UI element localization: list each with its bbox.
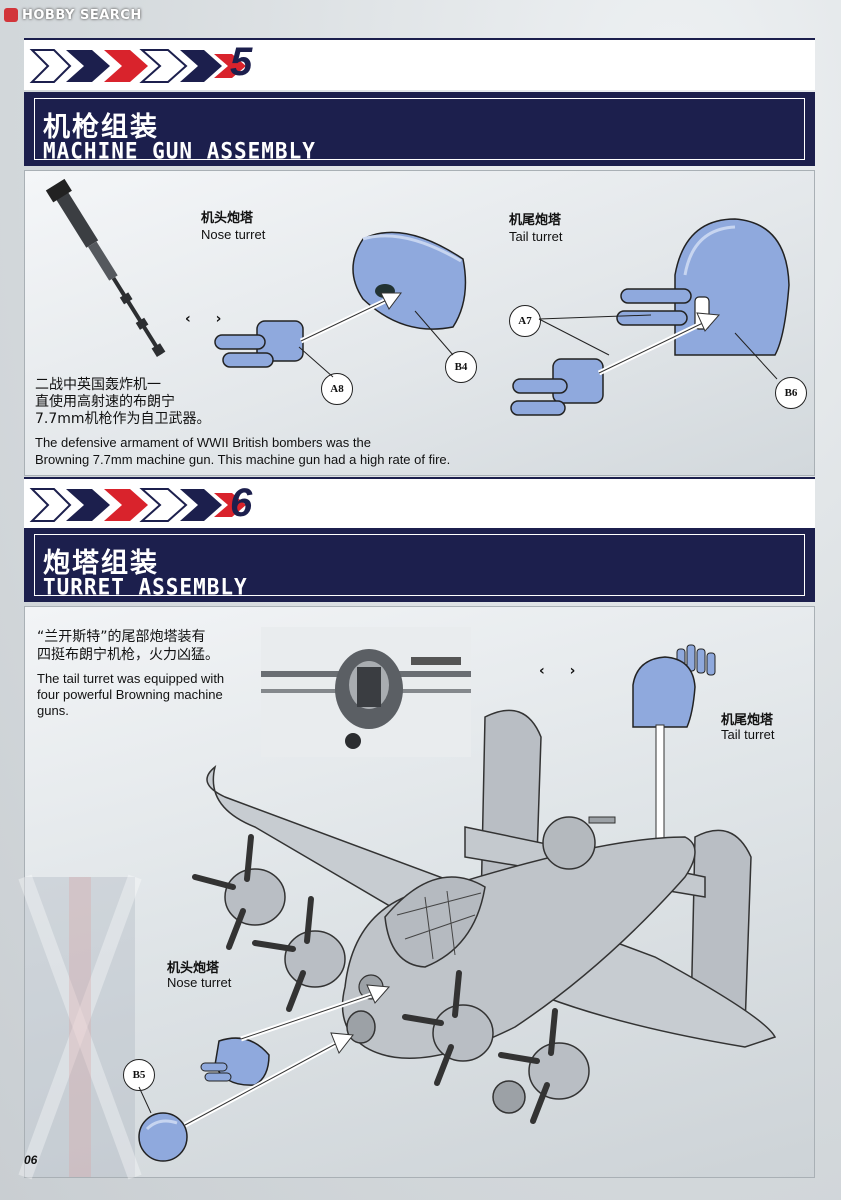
step5-description-en-line2: Browning 7.7mm machine gun. This machine…	[35, 452, 451, 467]
tail-turret-assembled-part	[632, 644, 716, 728]
callout-b5-leader	[138, 1086, 152, 1114]
watermark-text: HOBBY SEARCH	[22, 7, 142, 23]
callout-a8-leader	[298, 346, 334, 378]
step6-title-frame: 炮塔组装 TURRET ASSEMBLY	[34, 534, 805, 600]
callout-a7: A7	[509, 305, 541, 337]
step6-number: 6	[230, 481, 253, 525]
hobby-search-watermark: HOBBY SEARCH	[4, 4, 142, 26]
step6-nose-label-en: Nose turret	[167, 975, 232, 990]
nose-assembly-arrow-icon	[299, 292, 402, 344]
step5-title-bar: 机枪组装 MACHINE GUN ASSEMBLY	[24, 92, 815, 166]
nose-turret-arrow-icon	[240, 984, 391, 1042]
step5-number: 5	[230, 40, 253, 84]
callout-b6-leader	[734, 332, 778, 380]
callout-b4: B4	[445, 351, 477, 383]
nose-turret-assembled-part	[200, 1037, 270, 1086]
step6-instruction-panel: “兰开斯特”的尾部炮塔装有 四挺布朗宁机枪，火力凶猛。 The tail tur…	[18, 606, 815, 1180]
step5-title-zh: 机枪组装	[43, 112, 159, 143]
step6-description-en-line2: four powerful Browning machine	[37, 687, 223, 702]
step5-nose-label-zh: 机头炮塔	[201, 211, 254, 226]
step6-description-en-line3: guns.	[37, 703, 69, 718]
step6-title-zh: 炮塔组装	[43, 548, 159, 579]
nose-dome-arrow-icon	[183, 1032, 354, 1128]
step6-description-zh-line2: 四挺布朗宁机枪，火力凶猛。	[37, 647, 219, 663]
step5-header-band: 5	[24, 38, 815, 90]
tail-gun-pair-upper	[616, 288, 692, 326]
step6-description-zh-line1: “兰开斯特”的尾部炮塔装有	[37, 629, 206, 645]
step6-rotate-arrows-icon: ‹ ›	[539, 663, 586, 679]
step6-title-bar: 炮塔组装 TURRET ASSEMBLY	[24, 528, 815, 602]
page-number: 06	[24, 1153, 38, 1167]
step6-header-band: 6	[24, 477, 815, 529]
step6-title-en: TURRET ASSEMBLY	[43, 574, 248, 600]
callout-a7-leaders	[538, 314, 652, 356]
step5-description-zh-line2: 直使用高射速的布朗宁	[35, 394, 175, 410]
callout-b5: B5	[123, 1059, 155, 1091]
step5-title-en: MACHINE GUN ASSEMBLY	[43, 138, 316, 164]
lancaster-historical-photo	[261, 627, 471, 757]
step5-nose-label-en: Nose turret	[201, 227, 266, 242]
step5-description-zh-line3: 7.7mm机枪作为自卫武器。	[35, 411, 211, 427]
step6-tail-label-zh: 机尾炮塔	[721, 713, 774, 728]
step5-description-en-line1: The defensive armament of WWII British b…	[35, 435, 371, 450]
hobby-search-logo-icon	[4, 8, 18, 22]
step6-description-en-line1: The tail turret was equipped with	[37, 671, 225, 686]
tail-assembly-arrow-icon	[597, 312, 721, 376]
callout-a8: A8	[321, 373, 353, 405]
chevron-arrows-icon	[29, 49, 246, 83]
step5-tail-label-zh: 机尾炮塔	[509, 213, 562, 228]
browning-machine-gun-illustration	[45, 178, 166, 357]
step5-rotate-arrows-icon: ‹ ›	[185, 311, 232, 327]
union-flag-background-decoration	[18, 874, 142, 1180]
step5-instruction-panel: 机头炮塔 Nose turret 机尾炮塔 Tail turret ‹ › A8…	[24, 170, 815, 476]
lancaster-bomber-model-illustration	[192, 709, 777, 1124]
step6-nose-label-zh: 机头炮塔	[167, 961, 220, 976]
callout-b6: B6	[775, 377, 807, 409]
nose-dome-part-b5	[138, 1112, 188, 1162]
twin-gun-part-a8	[214, 320, 304, 368]
callout-b4-leader	[414, 310, 454, 356]
chevron-arrows-icon	[29, 488, 246, 522]
step5-description-zh-line1: 二战中英国轰炸机一	[35, 377, 161, 393]
step5-title-frame: 机枪组装 MACHINE GUN ASSEMBLY	[34, 98, 805, 164]
tail-gun-part-a7	[510, 358, 604, 416]
step5-tail-label-en: Tail turret	[509, 229, 563, 244]
step6-tail-label-en: Tail turret	[721, 727, 775, 742]
